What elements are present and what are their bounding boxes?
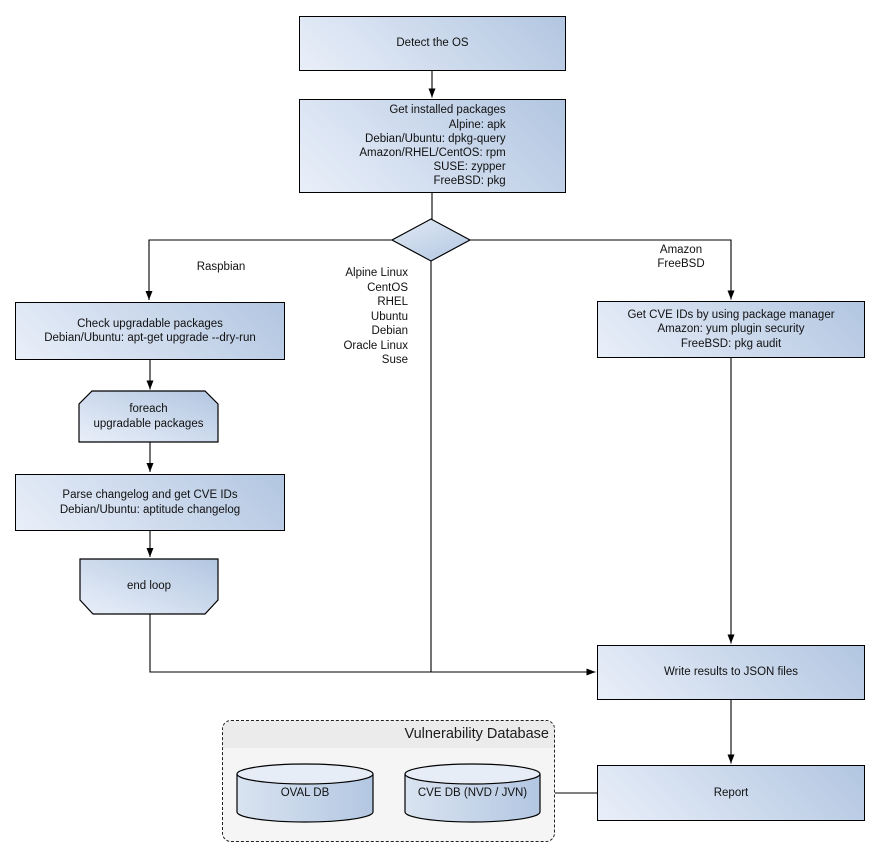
node-parse-changelog-text: Parse changelog and get CVE IDs Debian/U…	[59, 489, 241, 516]
cylinder-oval-db-outline	[236, 774, 374, 823]
node-check-upgradable-packages-text: Check upgradable packages Debian/Ubuntu:…	[44, 317, 256, 345]
node-detect-os: Detect the OS	[299, 16, 566, 71]
cylinder-cve-db-label: CVE DB (NVD / JVN)	[417, 787, 528, 799]
cylinder-oval-db-label: OVAL DB	[280, 787, 330, 799]
node-check-upgradable-packages: Check upgradable packages Debian/Ubuntu:…	[15, 302, 285, 360]
node-detect-os-label: Detect the OS	[396, 37, 469, 50]
cylinder-oval-db-top	[236, 763, 374, 785]
cylinder-cve-db-top	[404, 763, 541, 785]
node-end-loop-label: end loop	[126, 580, 172, 593]
node-get-installed-packages-text: Get installed packages Alpine: apk Debia…	[359, 104, 506, 188]
loop-end-shape	[79, 558, 219, 615]
node-get-installed-packages: Get installed packages Alpine: apk Debia…	[299, 99, 566, 193]
branch-label-amazon-freebsd: Amazon FreeBSD	[657, 244, 705, 270]
cylinder-cve-db-body	[405, 774, 540, 823]
node-write-results-json-label: Write results to JSON files	[664, 666, 798, 679]
node-end-loop: end loop	[80, 559, 218, 614]
node-parse-changelog: Parse changelog and get CVE IDs Debian/U…	[15, 474, 285, 531]
node-get-cve-ids: Get CVE IDs by using package manager Ama…	[597, 301, 865, 358]
node-report-label: Report	[713, 786, 749, 799]
edge-decision-to-getcve	[470, 239, 735, 300]
node-report: Report	[597, 765, 865, 821]
loop-start-shape	[78, 390, 219, 443]
cylinder-cve-db-outline	[404, 774, 541, 823]
branch-label-os-list: Alpine Linux CentOS RHEL Ubuntu Debian O…	[343, 267, 408, 366]
node-get-cve-ids-text: Get CVE IDs by using package manager Ama…	[627, 308, 835, 350]
node-foreach-text: foreach upgradable packages	[93, 403, 204, 430]
cylinder-oval-db-body	[237, 774, 373, 822]
edge-endloop-to-write	[149, 614, 596, 676]
vulnerability-database-title: Vulnerability Database	[223, 721, 554, 748]
edge-decision-to-check	[145, 239, 392, 300]
node-foreach-upgradable-packages: foreach upgradable packages	[79, 391, 218, 442]
branch-label-raspbian: Raspbian	[196, 261, 246, 273]
decision-diamond	[390, 218, 472, 262]
node-write-results-json: Write results to JSON files	[597, 645, 865, 700]
